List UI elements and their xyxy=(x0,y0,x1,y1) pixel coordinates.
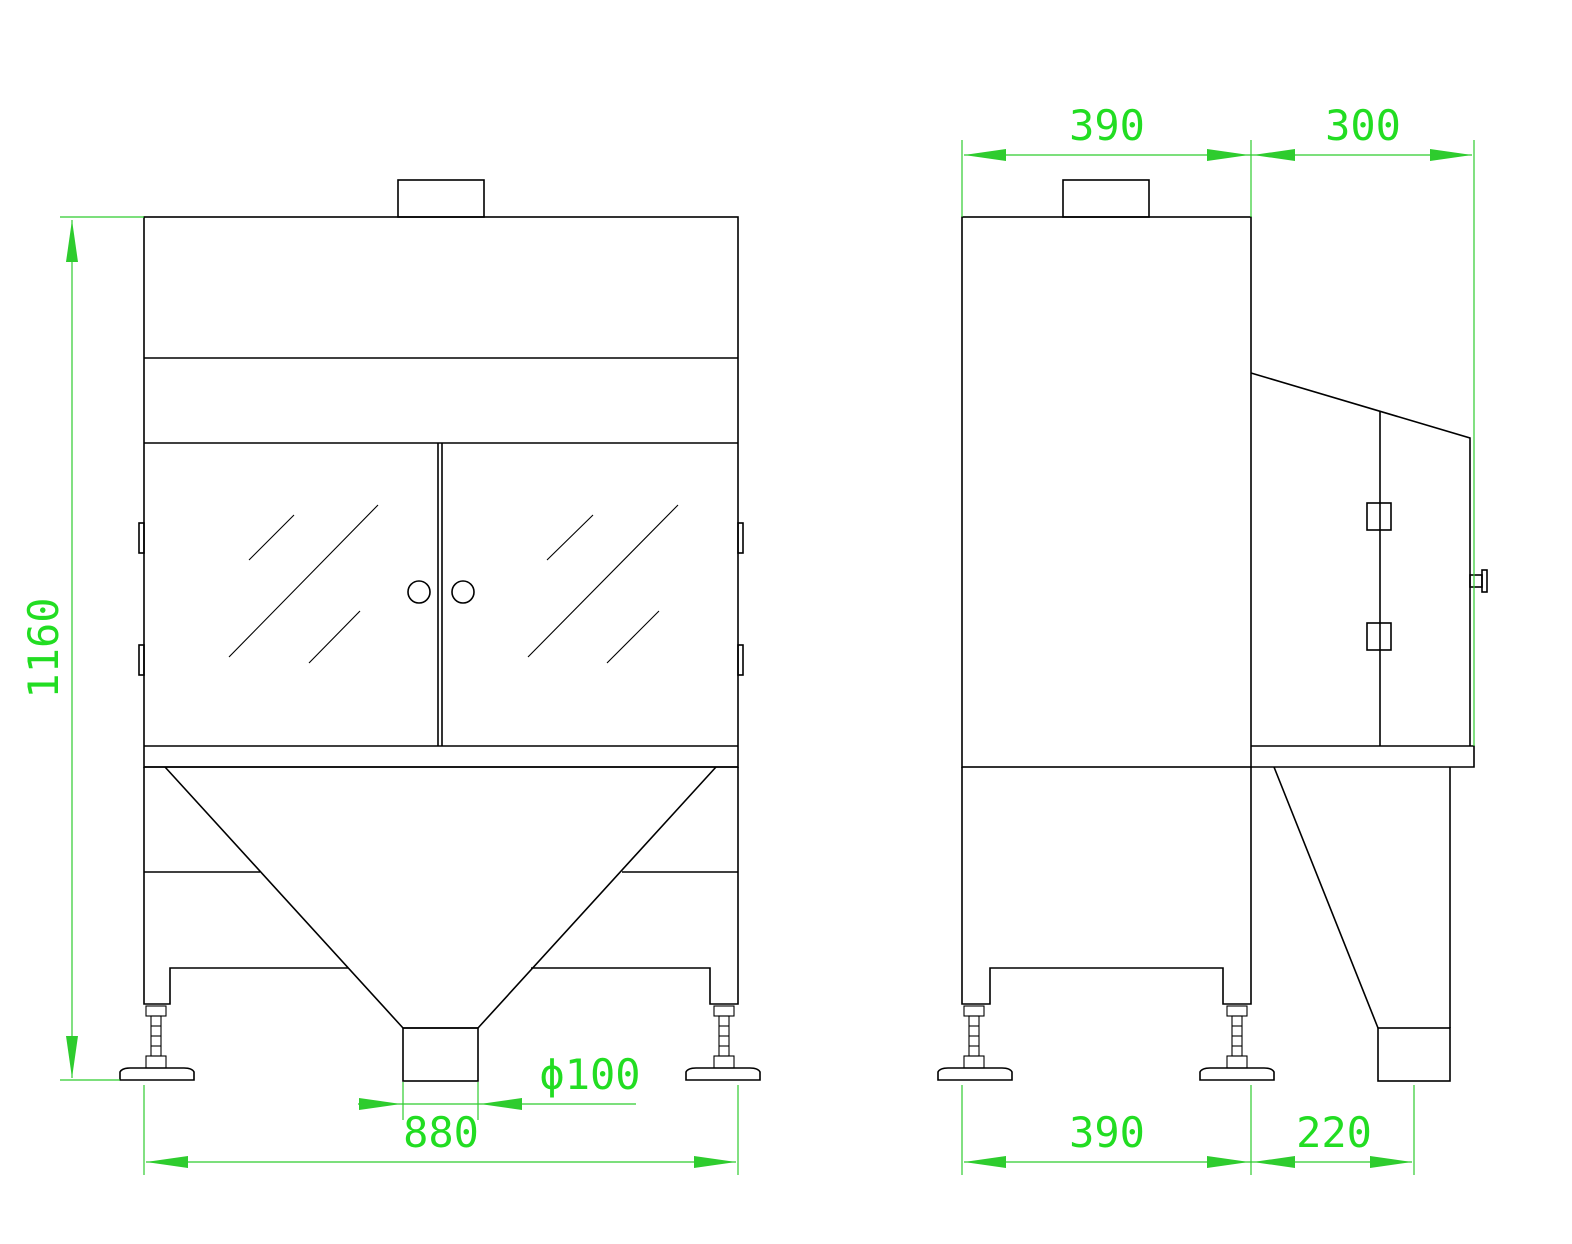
side-worktop xyxy=(1251,745,1475,768)
right-door-knob xyxy=(451,580,475,604)
right-levelling-foot xyxy=(685,1005,761,1081)
side-right-levelling-foot xyxy=(1199,1005,1275,1081)
front-outlet-pipe xyxy=(402,1027,479,1082)
side-handle-knob xyxy=(1481,569,1488,593)
side-cabinet-body xyxy=(961,216,1252,768)
arrow-head xyxy=(480,1098,522,1110)
front-view xyxy=(119,179,761,1082)
arrow-head xyxy=(694,1156,736,1168)
arrow-head xyxy=(359,1098,401,1110)
glass-reflection-line xyxy=(527,504,679,658)
arrow-head xyxy=(1253,1156,1295,1168)
arrow-head xyxy=(66,220,78,262)
side-top-hood-depth-label: 300 xyxy=(1325,101,1401,150)
right-hinge xyxy=(737,644,744,676)
side-outlet-pipe xyxy=(1377,1027,1451,1082)
side-hood-outline xyxy=(1250,372,1471,746)
left-levelling-foot xyxy=(119,1005,195,1081)
height-dimension-label: 1160 xyxy=(19,597,68,698)
left-hinge xyxy=(138,644,145,676)
glass-reflection-line xyxy=(606,610,660,664)
side-bottom-body-depth-label: 390 xyxy=(1069,1108,1145,1157)
arrow-head xyxy=(1207,149,1249,161)
left-door-knob xyxy=(407,580,431,604)
arrow-head xyxy=(1430,149,1472,161)
side-bottom-hopper-depth-label: 220 xyxy=(1296,1108,1372,1157)
side-hopper-slope xyxy=(1273,766,1379,1029)
front-hopper xyxy=(164,766,717,1029)
right-hinge xyxy=(737,522,744,554)
side-left-levelling-foot xyxy=(937,1005,1013,1081)
arrow-head xyxy=(1207,1156,1249,1168)
side-frame xyxy=(961,767,1252,1005)
left-hinge xyxy=(138,522,145,554)
front-cabinet-body xyxy=(143,216,739,768)
outlet-diameter-label: ϕ100 xyxy=(539,1050,640,1099)
glass-reflection-line xyxy=(546,514,594,561)
side-hinge xyxy=(1366,502,1392,531)
front-left-frame xyxy=(143,767,348,1005)
arrow-head xyxy=(146,1156,188,1168)
arrow-head xyxy=(1370,1156,1412,1168)
side-handle xyxy=(1469,574,1483,588)
arrow-head xyxy=(66,1036,78,1078)
front-duct-collar xyxy=(397,179,485,218)
glass-reflection-line xyxy=(228,504,379,658)
arrow-head xyxy=(964,149,1006,161)
side-duct-collar xyxy=(1062,179,1150,218)
arrow-head xyxy=(1253,149,1295,161)
arrow-head xyxy=(964,1156,1006,1168)
glass-reflection-line xyxy=(248,514,295,561)
front-right-frame xyxy=(531,767,739,1005)
width-dimension-label: 880 xyxy=(403,1108,479,1157)
glass-reflection-line xyxy=(308,610,361,664)
side-view xyxy=(937,179,1488,1082)
dimension-layer: 1160 880 ϕ100 390 300 390 xyxy=(19,101,1475,1175)
side-top-body-depth-label: 390 xyxy=(1069,101,1145,150)
side-hinge xyxy=(1366,622,1392,651)
